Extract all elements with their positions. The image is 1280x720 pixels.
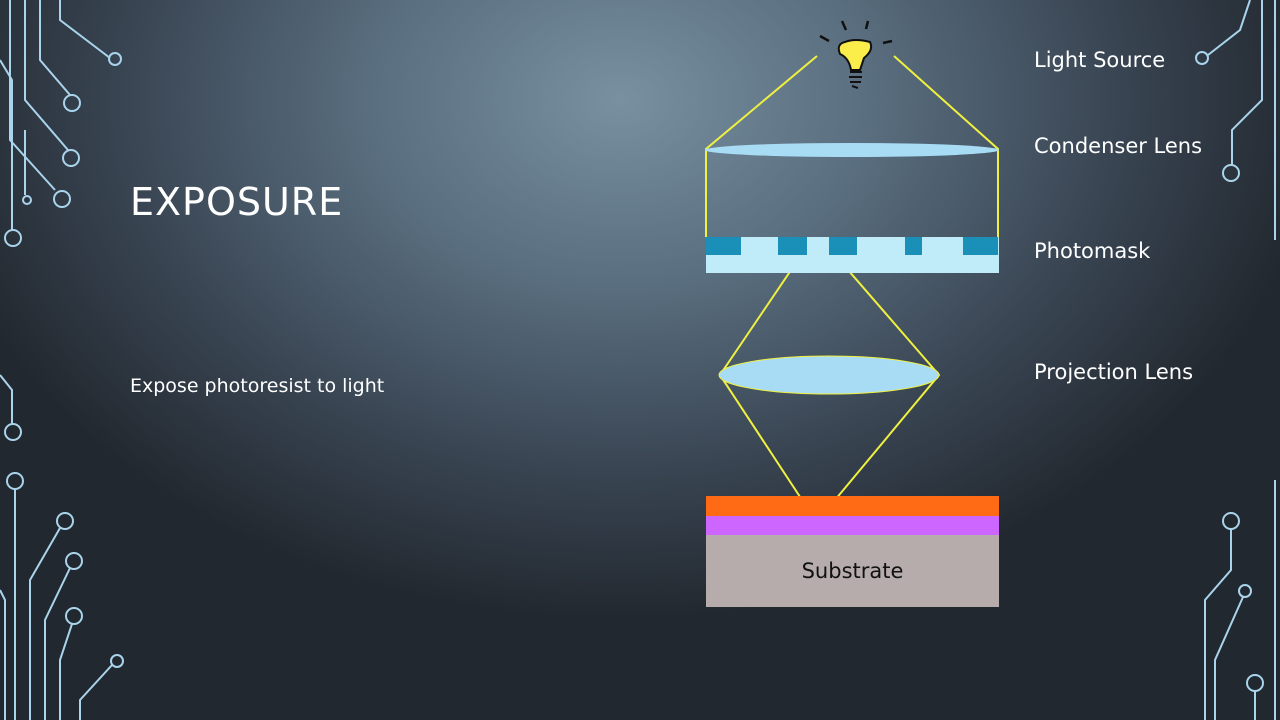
photomask bbox=[706, 237, 999, 273]
light-rays bbox=[705, 55, 999, 507]
photoresist-layer bbox=[706, 496, 999, 516]
circuit-top-left bbox=[0, 0, 122, 441]
projection-lens bbox=[718, 355, 940, 395]
circuit-bottom-right bbox=[1204, 480, 1276, 720]
label-light-source: Light Source bbox=[1034, 48, 1166, 72]
substrate: Substrate bbox=[706, 535, 999, 607]
slide-title: EXPOSURE bbox=[130, 180, 344, 224]
circuit-top-right bbox=[1195, 0, 1276, 240]
label-projection-lens: Projection Lens bbox=[1034, 360, 1194, 384]
oxide-layer bbox=[706, 516, 999, 535]
label-condenser-lens: Condenser Lens bbox=[1034, 134, 1203, 158]
label-photomask: Photomask bbox=[1034, 239, 1151, 263]
light-bulb-icon bbox=[819, 20, 893, 89]
condenser-lens bbox=[705, 143, 999, 157]
slide-body: Expose photoresist to light bbox=[130, 375, 385, 397]
circuit-bottom-left bbox=[0, 472, 124, 720]
